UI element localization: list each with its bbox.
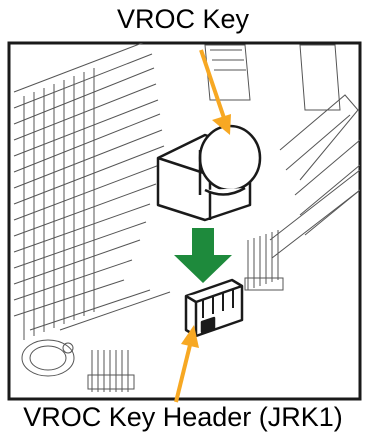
vroc-key-header-label: VROC Key Header (JRK1) bbox=[0, 402, 366, 432]
motherboard-outline bbox=[9, 43, 360, 399]
